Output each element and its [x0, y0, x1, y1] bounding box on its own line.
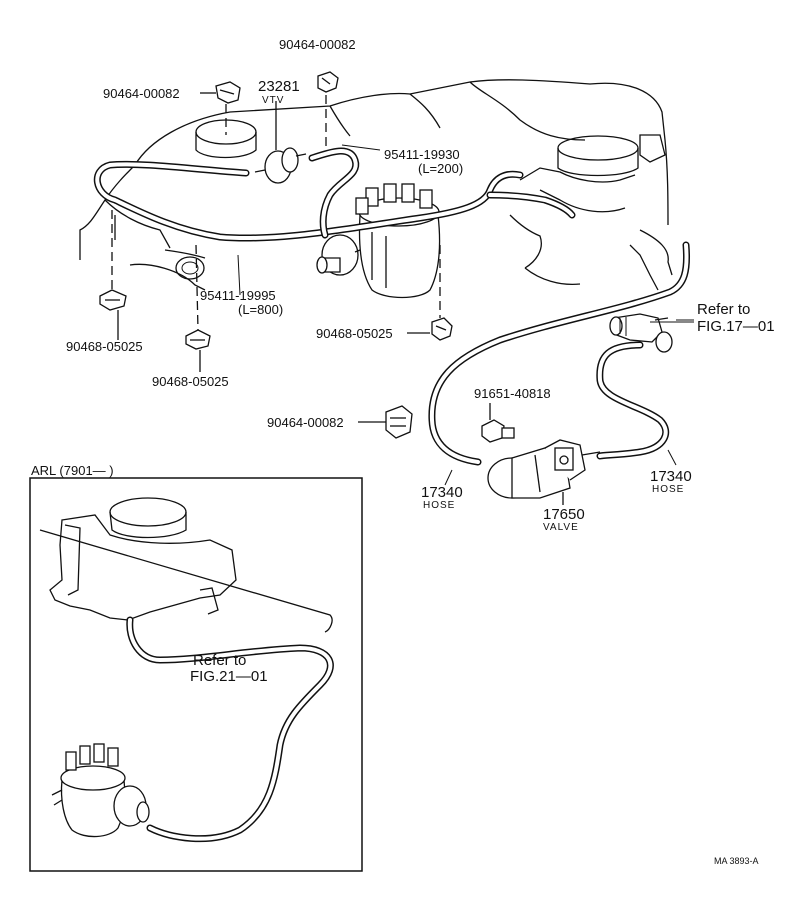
- label-clamp-left-lower: 90468-05025: [152, 374, 229, 389]
- dash-left2: [195, 244, 199, 331]
- inset-arl: [29, 477, 363, 872]
- hose-95411-19995: [93, 160, 524, 242]
- leader-lines: [237, 144, 694, 486]
- vacuum-fitting: [609, 313, 673, 353]
- label-refer-fig17-line2: FIG.17—01: [697, 318, 775, 335]
- label-valve-number: 17650: [543, 506, 585, 523]
- label-refer-fig21-line1: Refer to: [193, 652, 246, 669]
- label-clip-upper-left: 90464-00082: [103, 86, 180, 101]
- clamp-left-lower: [185, 329, 211, 372]
- label-clip-middle: 90464-00082: [267, 415, 344, 430]
- label-vtv-number: 23281: [258, 78, 300, 95]
- label-hose-main-number: 95411-19995: [200, 288, 276, 303]
- hose-17340-left: [428, 241, 691, 466]
- label-hose-right-name: HOSE: [652, 484, 684, 495]
- clip-top: [317, 71, 339, 150]
- clamp-left-upper: [99, 289, 127, 340]
- label-refer-fig17-line1: Refer to: [697, 301, 750, 318]
- clamp-right: [407, 317, 453, 341]
- label-inset-title: ARL (7901— ): [31, 463, 114, 478]
- label-hose-left-number: 17340: [421, 484, 463, 501]
- hose-branch-right: [486, 191, 576, 219]
- plug: [481, 403, 515, 443]
- engine-outline: [79, 79, 673, 291]
- vtv-valve: [254, 101, 307, 184]
- label-hose-upper-length: (L=200): [418, 161, 463, 176]
- label-code: MA 3893-A: [714, 856, 759, 866]
- label-clip-top: 90464-00082: [279, 37, 356, 52]
- hose-95411-19930: [308, 147, 360, 239]
- hose-17340-right: [596, 341, 670, 460]
- label-vtv-name: VTV: [262, 95, 284, 106]
- label-hose-right-number: 17340: [650, 468, 692, 485]
- label-clamp-left-upper: 90468-05025: [66, 339, 143, 354]
- clip-upper-left: [200, 81, 241, 135]
- distributor: [316, 183, 441, 299]
- valve-17650: [487, 439, 601, 505]
- label-hose-main-length: (L=800): [238, 302, 283, 317]
- label-valve-name: VALVE: [543, 522, 579, 533]
- label-hose-left-name: HOSE: [423, 500, 455, 511]
- label-plug-number: 91651-40818: [474, 386, 551, 401]
- label-clamp-right: 90468-05025: [316, 326, 393, 341]
- clip-middle: [358, 405, 413, 439]
- label-hose-upper-number: 95411-19930: [384, 147, 460, 162]
- label-refer-fig21-line2: FIG.21—01: [190, 668, 268, 685]
